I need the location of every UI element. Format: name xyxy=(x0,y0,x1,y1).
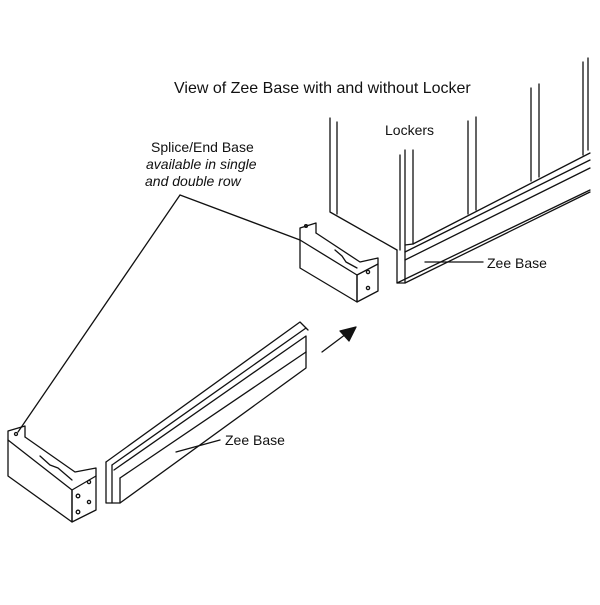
lockers-label: Lockers xyxy=(385,122,435,138)
loose-zee-base xyxy=(106,322,308,503)
leader-splice-lower xyxy=(18,195,180,432)
direction-arrow xyxy=(322,327,356,352)
splice-upper-hole-3 xyxy=(303,223,309,229)
splice-end-base-upper xyxy=(300,223,378,302)
installed-base-top xyxy=(405,168,590,260)
availability-line-1: available in single xyxy=(146,156,257,172)
splice-lower-top xyxy=(25,437,96,476)
zee-base-back-top xyxy=(106,322,308,462)
splice-upper-hole-2 xyxy=(365,285,371,291)
zee-base-lower-edge xyxy=(120,352,306,503)
arrow-head xyxy=(340,327,356,341)
splice-lower-hole-4 xyxy=(86,499,92,505)
splice-lower-notch xyxy=(40,456,72,480)
installed-zee-base xyxy=(397,168,590,283)
splice-upper-back xyxy=(300,223,316,240)
splice-lower-hole-3 xyxy=(86,479,92,485)
splice-upper-top xyxy=(316,233,378,264)
installed-base-lip xyxy=(397,192,590,283)
splice-upper-notch xyxy=(335,250,357,268)
splice-lower-hole-5 xyxy=(13,431,19,437)
locker-bottom-rail xyxy=(405,160,590,252)
zee-base-leader xyxy=(176,440,220,452)
zee-base-installed-label: Zee Base xyxy=(487,255,547,271)
leader-splice-upper xyxy=(180,195,300,240)
zee-base-loose-label: Zee Base xyxy=(225,432,285,448)
arrow-shaft xyxy=(322,334,346,352)
splice-lower-face xyxy=(8,440,72,522)
zee-base-front-top xyxy=(112,328,306,465)
diagram-title: View of Zee Base with and without Locker xyxy=(174,80,471,97)
splice-upper-face xyxy=(300,240,357,302)
splice-lower-back xyxy=(8,426,25,440)
splice-lower-hole-2 xyxy=(75,509,81,515)
splice-lower-hole-1 xyxy=(75,493,81,499)
locker-bottom-rail-2 xyxy=(413,153,590,244)
zee-base-flange xyxy=(106,462,120,503)
availability-line-2: and double row xyxy=(145,173,241,189)
leader-lines xyxy=(18,195,483,432)
splice-end-base-lower xyxy=(8,426,96,522)
splice-upper-end xyxy=(357,264,378,302)
zee-base-web-bottom xyxy=(120,352,306,478)
locker-bank xyxy=(330,58,590,252)
locker-front-outline xyxy=(330,118,397,250)
locker-door-bottom-1 xyxy=(405,244,413,245)
splice-upper-hole-1 xyxy=(365,269,371,275)
splice-end-base-label: Splice/End Base xyxy=(151,139,254,155)
zee-base-web-top xyxy=(114,336,306,470)
splice-lower-end xyxy=(72,476,96,522)
